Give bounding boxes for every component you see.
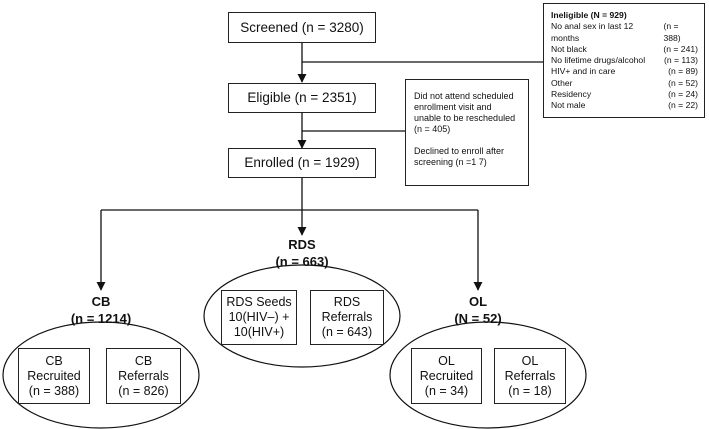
cb-referrals-box: CB Referrals (n = 826) [106, 348, 181, 404]
ol-label: OL (N = 52) [454, 294, 502, 326]
enrolled-box: Enrolled (n = 1929) [228, 148, 376, 178]
cb-label: CB (n = 1214) [70, 294, 132, 326]
ineligible-row: Residency(n = 24) [551, 89, 698, 100]
ineligible-row: Not male(n = 22) [551, 100, 698, 111]
ineligible-row: Other(n = 52) [551, 77, 698, 88]
not-enrolled-line2: Declined to enroll after screening (n =1… [414, 146, 505, 167]
ineligible-box: Ineligible (N = 929) No anal sex in last… [543, 3, 705, 118]
cb-recruited-box: CB Recruited (n = 388) [18, 348, 90, 404]
cb-ellipse [2, 321, 200, 429]
ol-referrals-box: OL Referrals (n = 18) [494, 348, 566, 404]
ineligible-row: HIV+ and in care(n = 89) [551, 66, 698, 77]
rds-seeds-box: RDS Seeds 10(HIV–) + 10(HIV+) [221, 290, 297, 345]
ol-ellipse [389, 321, 587, 429]
rds-referrals-box: RDS Referrals (n = 643) [310, 290, 384, 345]
rds-ellipse [203, 264, 401, 368]
screened-box: Screened (n = 3280) [228, 12, 376, 43]
not-enrolled-box: Did not attend scheduled enrollment visi… [405, 79, 529, 186]
ineligible-row: No anal sex in last 12 months(n = 388) [551, 21, 681, 43]
not-enrolled-line1: Did not attend scheduled enrollment visi… [414, 91, 516, 134]
ol-recruited-box: OL Recruited (n = 34) [411, 348, 482, 404]
eligible-box: Eligible (n = 2351) [228, 83, 376, 113]
rds-label: RDS (n = 663) [275, 237, 329, 269]
ineligible-row: Not black(n = 241) [551, 43, 698, 54]
ineligible-title: Ineligible (N = 929) [551, 10, 627, 20]
ineligible-row: No lifetime drugs/alcohol(n = 113) [551, 55, 698, 66]
